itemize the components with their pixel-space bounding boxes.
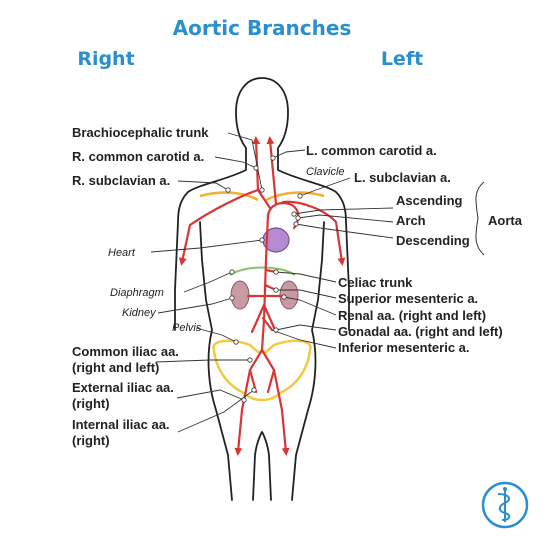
label-common-iliac-line2: (right and left) — [72, 360, 159, 375]
label-ascending: Ascending — [396, 193, 463, 208]
label-renal: Renal aa. (right and left) — [338, 308, 486, 323]
right-kidney — [230, 280, 250, 310]
label-l-common-carotid: L. common carotid a. — [306, 143, 437, 158]
l-subclavian — [281, 200, 346, 266]
inferior-mesenteric — [261, 316, 274, 332]
label-clavicle: Clavicle — [306, 166, 345, 178]
external-iliac-left — [272, 368, 290, 456]
label-l-subclavian: L. subclavian a. — [354, 170, 451, 185]
label-external-iliac-line2: (right) — [72, 396, 110, 411]
label-internal-iliac-line1: Internal iliac aa. — [72, 417, 170, 432]
side-label-right: Right — [77, 48, 134, 70]
label-aorta: Aorta — [488, 213, 523, 228]
label-pelvis: Pelvis — [172, 322, 202, 334]
label-brachiocephalic-trunk: Brachiocephalic trunk — [72, 125, 209, 140]
right-clavicle — [199, 191, 259, 202]
descending-aorta — [260, 213, 270, 352]
label-kidney: Kidney — [122, 307, 157, 319]
side-label-left: Left — [381, 48, 423, 70]
label-arch: Arch — [396, 213, 426, 228]
common-iliac-left — [260, 348, 276, 372]
label-r-common-carotid: R. common carotid a. — [72, 149, 204, 164]
leader-dots — [225, 155, 303, 403]
pelvis-shape — [212, 339, 312, 402]
diagram-title: Aortic Branches — [173, 16, 352, 40]
label-heart: Heart — [108, 247, 136, 259]
diaphragm-shape — [229, 266, 296, 276]
label-celiac-trunk: Celiac trunk — [338, 275, 413, 290]
label-inferior-mesenteric: Inferior mesenteric a. — [338, 340, 470, 355]
r-subclavian — [178, 188, 260, 266]
internal-iliac-left — [266, 368, 276, 394]
gonadal-left — [262, 303, 278, 334]
label-gonadal: Gonadal aa. (right and left) — [338, 324, 503, 339]
label-diaphragm: Diaphragm — [110, 287, 164, 299]
label-superior-mesenteric: Superior mesenteric a. — [338, 291, 478, 306]
common-iliac-right — [248, 348, 264, 372]
label-common-iliac-line1: Common iliac aa. — [72, 344, 179, 359]
gonadal-right — [250, 303, 266, 334]
label-internal-iliac-line2: (right) — [72, 433, 110, 448]
aortic-arch — [266, 201, 300, 230]
label-descending: Descending — [396, 233, 470, 248]
leader-lines — [150, 132, 485, 433]
left-clavicle — [265, 191, 325, 202]
label-r-subclavian: R. subclavian a. — [72, 173, 170, 188]
body-outline — [174, 77, 350, 501]
brachiocephalic-trunk — [256, 188, 272, 210]
label-external-iliac-line1: External iliac aa. — [72, 380, 174, 395]
l-common-carotid — [266, 136, 278, 206]
caduceus-icon — [481, 481, 529, 529]
external-iliac-right — [234, 368, 252, 456]
